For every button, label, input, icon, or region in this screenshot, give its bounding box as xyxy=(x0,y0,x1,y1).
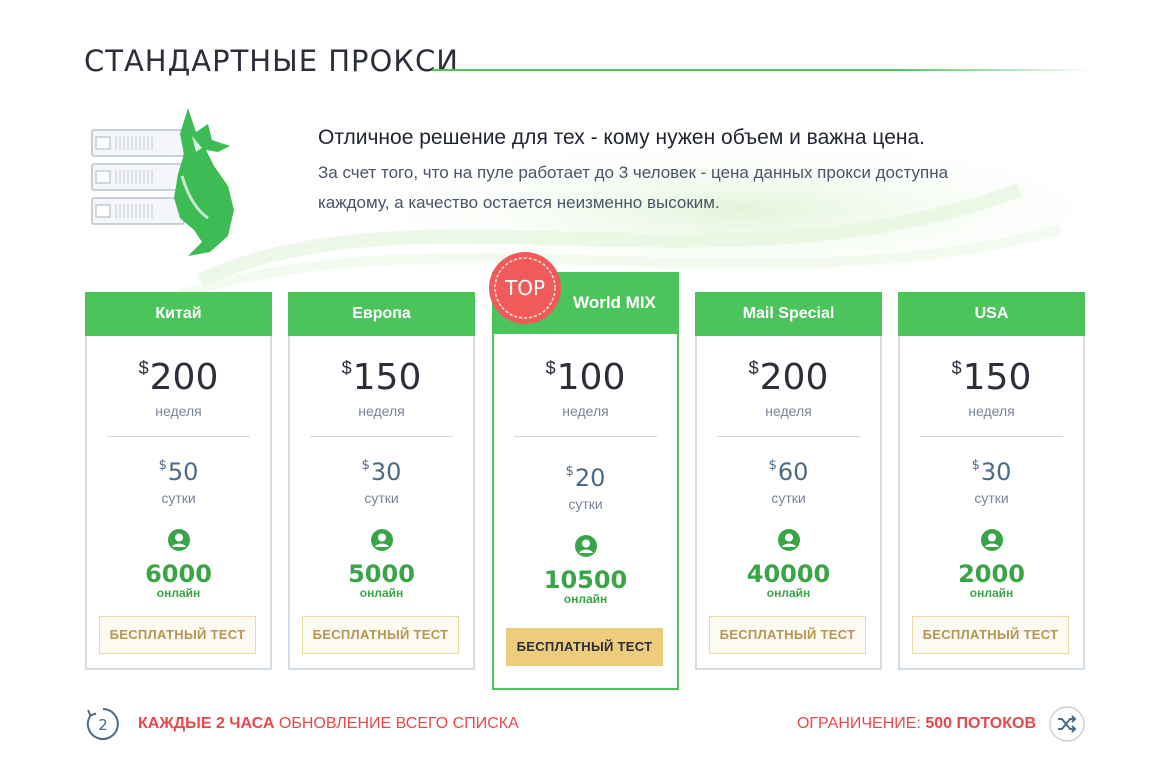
card-divider xyxy=(920,436,1063,437)
period-week: неделя xyxy=(155,403,202,419)
user-online-icon xyxy=(777,529,800,551)
refresh-timer-icon: 2 xyxy=(86,708,119,740)
online-count: 40000 xyxy=(746,560,831,588)
fox-server-icon xyxy=(91,108,234,256)
timer-value: 2 xyxy=(98,716,108,734)
period-week: неделя xyxy=(358,403,405,419)
plan-card: Европа $150 неделя $30 сутки 5000 онлайн… xyxy=(288,292,475,670)
hero-headline: Отличное решение для тех - кому нужен об… xyxy=(318,126,926,149)
online-label: онлайн xyxy=(766,586,811,600)
hero-description: За счет того, что на пуле работает до 3 … xyxy=(318,163,949,212)
period-day: сутки xyxy=(364,490,399,506)
update-text: КАЖДЫЕ 2 ЧАСА ОБНОВЛЕНИЕ ВСЕГО СПИСКА xyxy=(138,715,519,733)
online-label: онлайн xyxy=(969,586,1014,600)
plan-card: USA $150 неделя $30 сутки 2000 онлайн БЕ… xyxy=(898,292,1085,670)
price-day: $30 xyxy=(971,458,1012,486)
price-week: $200 xyxy=(138,357,219,398)
online-count: 2000 xyxy=(958,560,1025,588)
free-test-button[interactable]: БЕСПЛАТНЫЙ ТЕСТ xyxy=(302,616,459,654)
period-week: неделя xyxy=(765,403,812,419)
user-online-icon xyxy=(370,529,393,551)
free-test-button[interactable]: БЕСПЛАТНЫЙ ТЕСТ xyxy=(99,616,256,654)
top-badge: TOP xyxy=(489,252,561,324)
card-divider xyxy=(514,436,657,437)
shuffle-icon[interactable] xyxy=(1049,706,1085,742)
update-bold: КАЖДЫЕ 2 ЧАСА xyxy=(138,715,275,732)
period-day: сутки xyxy=(161,490,196,506)
plan-card: World MIX $100 неделя $20 сутки 10500 он… xyxy=(492,272,679,690)
plan-card: Китай $200 неделя $50 сутки 6000 онлайн … xyxy=(85,292,272,670)
limit-value: 500 ПОТОКОВ xyxy=(925,715,1036,732)
online-label: онлайн xyxy=(563,592,608,606)
plan-name: USA xyxy=(898,292,1085,336)
title-divider xyxy=(432,69,1092,71)
limit-label: ОГРАНИЧЕНИЕ: xyxy=(796,715,926,732)
price-day: $20 xyxy=(565,464,606,492)
update-rest: ОБНОВЛЕНИЕ ВСЕГО СПИСКА xyxy=(274,715,519,732)
price-day: $30 xyxy=(361,458,402,486)
online-count: 5000 xyxy=(348,560,415,588)
online-count: 6000 xyxy=(145,560,212,588)
user-online-icon xyxy=(980,529,1003,551)
card-divider xyxy=(717,436,860,437)
period-day: сутки xyxy=(568,496,603,512)
limit-info: ОГРАНИЧЕНИЕ: 500 ПОТОКОВ xyxy=(797,715,1036,733)
plan-name: Европа xyxy=(288,292,475,336)
card-divider xyxy=(310,436,453,437)
user-online-icon xyxy=(167,529,190,551)
plan-name: Китай xyxy=(85,292,272,336)
period-week: неделя xyxy=(562,403,609,419)
plan-card: Mail Special $200 неделя $60 сутки 40000… xyxy=(695,292,882,670)
free-test-button[interactable]: БЕСПЛАТНЫЙ ТЕСТ xyxy=(912,616,1069,654)
price-week: $200 xyxy=(748,357,829,398)
user-online-icon xyxy=(574,535,597,557)
online-label: онлайн xyxy=(359,586,404,600)
online-label: онлайн xyxy=(156,586,201,600)
period-week: неделя xyxy=(968,403,1015,419)
plan-name: Mail Special xyxy=(695,292,882,336)
price-week: $150 xyxy=(951,357,1032,398)
card-divider xyxy=(107,436,250,437)
online-count: 10500 xyxy=(543,566,628,594)
period-day: сутки xyxy=(771,490,806,506)
price-week: $150 xyxy=(341,357,422,398)
page-title: СТАНДАРТНЫЕ ПРОКСИ xyxy=(84,44,459,78)
period-day: сутки xyxy=(974,490,1009,506)
top-badge-label: TOP xyxy=(504,276,545,300)
price-day: $60 xyxy=(768,458,809,486)
price-day: $50 xyxy=(158,458,199,486)
price-week: $100 xyxy=(545,357,626,398)
free-test-button[interactable]: БЕСПЛАТНЫЙ ТЕСТ xyxy=(506,628,663,666)
free-test-button[interactable]: БЕСПЛАТНЫЙ ТЕСТ xyxy=(709,616,866,654)
